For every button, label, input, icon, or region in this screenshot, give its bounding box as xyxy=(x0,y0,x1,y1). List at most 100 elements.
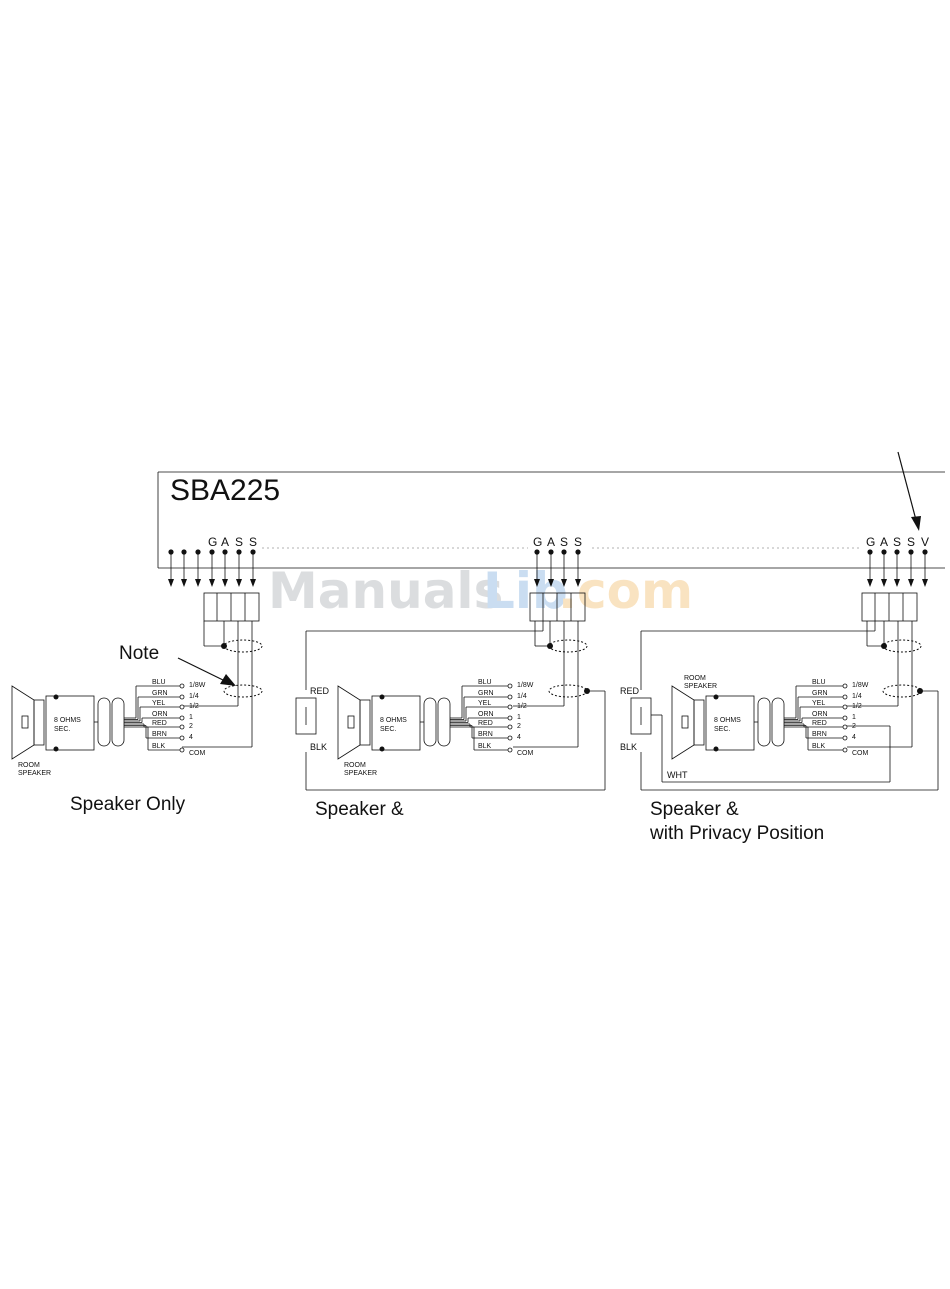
tap-dot xyxy=(842,747,848,753)
term-dot-top xyxy=(713,694,719,700)
caption-speaker-only: Speaker Only xyxy=(70,794,186,815)
tap-dot xyxy=(842,715,848,721)
tap-dot xyxy=(179,694,185,700)
circuit-speaker-switch-privacy xyxy=(630,592,939,791)
tap-dot xyxy=(507,694,513,700)
room-label: ROOM xyxy=(684,675,706,682)
terminal-2-3-arrow xyxy=(575,579,581,587)
tap-label: 1/8W xyxy=(852,682,869,689)
tap-dot xyxy=(842,724,848,730)
circuit-speaker-only xyxy=(182,592,263,748)
speaker-coil xyxy=(347,715,355,729)
term-dot-top xyxy=(379,694,385,700)
terminal-2-0-arrow xyxy=(534,579,540,587)
caption-privacy: with Privacy Position xyxy=(649,823,824,844)
coil-left xyxy=(97,697,111,747)
tap-label: 1/8W xyxy=(189,682,206,689)
tap-dot xyxy=(507,715,513,721)
wire-color-label: BRN xyxy=(812,731,827,738)
tap-dot xyxy=(507,724,513,730)
coil-right xyxy=(111,697,125,747)
wire-color-label: BLK xyxy=(478,743,492,750)
switch-blk-label-2: BLK xyxy=(310,742,327,752)
terminal-1-0-arrow xyxy=(168,579,174,587)
impedance-sec-label: SEC. xyxy=(54,726,70,733)
white-wire-label: WHT xyxy=(667,770,688,780)
transformer-box xyxy=(45,695,95,751)
note-callout: Note xyxy=(119,643,236,686)
impedance-label: 8 OHMS xyxy=(54,717,81,724)
term-dot-top xyxy=(53,694,59,700)
watermark-part3: .com xyxy=(558,562,693,620)
tap-label: 1/2 xyxy=(517,703,527,710)
tap-dot xyxy=(179,683,185,689)
speaker-coil xyxy=(681,715,689,729)
tap-label: 4 xyxy=(852,734,856,741)
speaker-cone-icon xyxy=(337,685,361,760)
tap-label: 1 xyxy=(189,714,193,721)
coil-right xyxy=(437,697,451,747)
speaker-magnet xyxy=(359,699,371,746)
room-speaker-label: SPEAKER xyxy=(684,683,717,690)
terminal-3-3-label: S xyxy=(907,535,915,549)
terminal-3-2-arrow xyxy=(894,579,900,587)
impedance-sec-label: SEC. xyxy=(380,726,396,733)
wire-color-label: YEL xyxy=(478,700,491,707)
tap-label: COM xyxy=(517,750,534,757)
tap-dot xyxy=(507,704,513,710)
caption-speaker-and-3: Speaker & xyxy=(650,799,739,820)
terminal-1-5-arrow xyxy=(236,579,242,587)
tap-label: 2 xyxy=(189,723,193,730)
terminal-3-4-arrow xyxy=(922,579,928,587)
tap-label: 1/4 xyxy=(517,693,527,700)
terminal-1-5-label: S xyxy=(235,535,243,549)
speaker-magnet xyxy=(693,699,705,746)
tap-label: COM xyxy=(189,750,206,757)
coil-right xyxy=(771,697,785,747)
room-speaker-label: SPEAKER xyxy=(18,770,51,777)
terminal-1-4-label: A xyxy=(221,535,229,549)
tap-dot xyxy=(507,735,513,741)
wire-color-label: ORN xyxy=(152,711,168,718)
impedance-label: 8 OHMS xyxy=(380,717,407,724)
wire-color-label: BRN xyxy=(152,731,167,738)
wire-color-label: ORN xyxy=(478,711,494,718)
terminal-1-1-arrow xyxy=(181,579,187,587)
terminal-3-1-arrow xyxy=(881,579,887,587)
sba225-panel: SBA225 xyxy=(157,471,945,569)
coil-left xyxy=(423,697,437,747)
watermark-part1: Manuals xyxy=(268,562,503,620)
terminal-3-0-arrow xyxy=(867,579,873,587)
wire-color-label: GRN xyxy=(478,690,494,697)
tap-dot xyxy=(842,694,848,700)
room-speaker-label: SPEAKER xyxy=(344,770,377,777)
speaker-magnet xyxy=(33,699,45,746)
tap-dot xyxy=(179,735,185,741)
terminal-1-3-label: G xyxy=(208,535,217,549)
tap-dot xyxy=(842,735,848,741)
wire-color-label: YEL xyxy=(152,700,165,707)
tap-label: 1/2 xyxy=(189,703,199,710)
panel-title: SBA225 xyxy=(170,474,280,507)
wire-color-label: YEL xyxy=(812,700,825,707)
term-dot-bot xyxy=(53,746,59,752)
speaker-coil xyxy=(21,715,29,729)
wire-color-label: BLK xyxy=(812,743,826,750)
tap-label: 1 xyxy=(852,714,856,721)
tap-label: COM xyxy=(852,750,869,757)
switch-blk-label-3: BLK xyxy=(620,742,637,752)
terminal-1-6-arrow xyxy=(250,579,256,587)
terminal-1-6-label: S xyxy=(249,535,257,549)
wire-color-label: BLK xyxy=(152,743,166,750)
tap-label: 1/4 xyxy=(852,693,862,700)
tap-label: 2 xyxy=(852,723,856,730)
speaker-cone-icon xyxy=(11,685,35,760)
note-label: Note xyxy=(119,643,159,664)
circuit-speaker-switch xyxy=(295,592,606,791)
